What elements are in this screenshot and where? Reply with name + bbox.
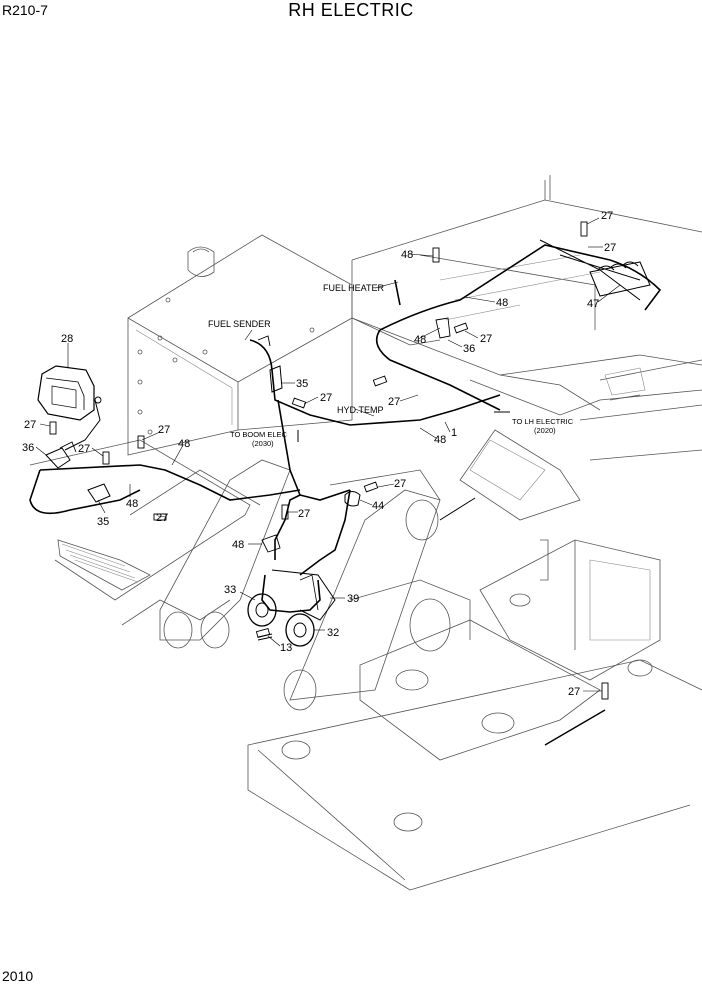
- upper-frame-outline: [351, 175, 702, 521]
- part-label: 27: [388, 396, 400, 408]
- part-label: 1: [451, 427, 457, 439]
- part-number-labels: 27 48 27 48 47 27 36 48 35 27 27 48 1 28…: [22, 210, 616, 698]
- part-label: 48: [126, 498, 138, 510]
- part-label: 48: [178, 438, 190, 450]
- part-label: 13: [280, 642, 292, 654]
- horn-assembly: [247, 569, 336, 647]
- part-label: 33: [224, 584, 236, 596]
- part-label: 48: [496, 297, 508, 309]
- part-label: 27: [568, 686, 580, 698]
- part-label: 27: [394, 478, 406, 490]
- part-label: 39: [347, 593, 359, 605]
- part-label: 48: [401, 249, 413, 261]
- part-label: 44: [372, 500, 384, 512]
- callout-fuel-heater: FUEL HEATER: [323, 283, 385, 293]
- boom-mount-outline: [159, 459, 471, 711]
- fuel-tank-outline: [127, 234, 353, 456]
- part-label: 48: [434, 434, 446, 446]
- callout-fuel-sender: FUEL SENDER: [208, 319, 271, 329]
- part-label: 32: [327, 627, 339, 639]
- callout-labels: FUEL HEATER FUEL SENDER HYD.TEMP TO BOOM…: [208, 283, 574, 448]
- part-label: 27: [78, 443, 90, 455]
- part-label: 36: [463, 343, 475, 355]
- part-label: 48: [232, 539, 244, 551]
- part-label: 36: [22, 442, 34, 454]
- lower-frame-outline: [247, 539, 702, 891]
- part-label: 35: [296, 378, 308, 390]
- callout-to-lh-electric: TO LH ELECTRIC: [512, 417, 574, 426]
- leader-lines: [35, 217, 621, 692]
- part-label: 27: [604, 242, 616, 254]
- part-label: 27: [24, 419, 36, 431]
- part-label: 27: [601, 210, 613, 222]
- model-number: R210-7: [2, 2, 48, 18]
- part-label: 27: [158, 424, 170, 436]
- part-label: 48: [414, 334, 426, 346]
- work-lamp: [37, 365, 102, 421]
- part-label: 47: [587, 298, 599, 310]
- part-label: 27: [298, 508, 310, 520]
- wiring-harness: [29, 239, 662, 613]
- part-label: 27: [156, 512, 168, 524]
- callout-to-boom-elec-ref: (2030): [252, 439, 274, 448]
- part-label: 27: [480, 333, 492, 345]
- hardware-items: [45, 221, 651, 746]
- part-label: 35: [97, 516, 109, 528]
- page-number: 2010: [2, 968, 34, 984]
- left-platform-outline: [29, 439, 261, 626]
- part-label: 28: [61, 333, 73, 345]
- callout-hyd-temp: HYD.TEMP: [337, 405, 384, 415]
- callout-to-boom-elec: TO BOOM ELEC: [230, 430, 288, 439]
- part-label: 27: [320, 392, 332, 404]
- page-title: RH ELECTRIC: [288, 0, 414, 20]
- callout-to-lh-electric-ref: (2020): [534, 426, 556, 435]
